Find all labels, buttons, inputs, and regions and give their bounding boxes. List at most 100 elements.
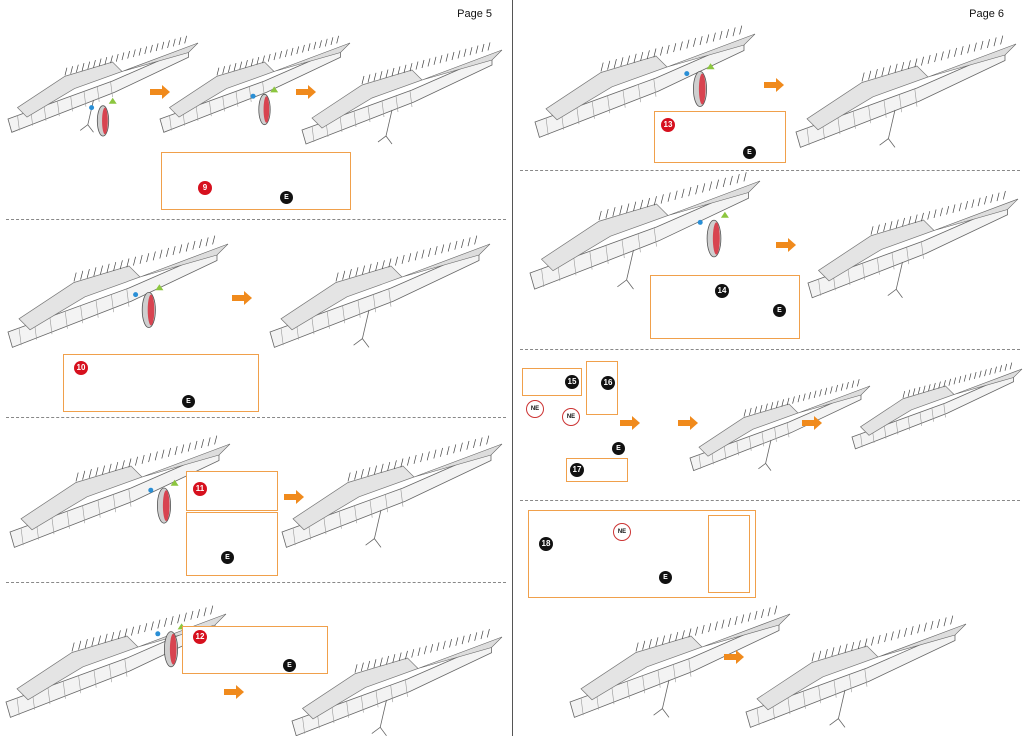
dorsal-spike — [946, 206, 950, 215]
dorsal-spike — [729, 175, 733, 186]
body-segment-line — [64, 311, 68, 329]
dorsal-spike — [430, 644, 434, 653]
page-number: Page 5 — [457, 8, 492, 20]
pin-marker — [89, 105, 95, 111]
dorsal-spike — [174, 446, 178, 456]
dragon-leg — [887, 261, 903, 298]
dorsal-spike — [890, 631, 894, 641]
body-segment-line — [621, 239, 625, 259]
dorsal-spike — [1004, 363, 1008, 371]
body-segment-line — [323, 516, 327, 535]
dorsal-spike — [681, 630, 685, 640]
dorsal-spike — [104, 633, 108, 643]
body-segment-line — [409, 90, 413, 108]
dorsal-spike — [113, 261, 117, 271]
dorsal-spike — [461, 239, 464, 249]
dorsal-spike — [313, 41, 317, 50]
dragon-body — [7, 248, 218, 348]
body-segment-line — [626, 681, 630, 699]
ring-part-red-side — [162, 490, 170, 521]
step-16-callout: 16 — [586, 361, 618, 415]
dorsal-spike — [183, 612, 187, 622]
dorsal-spike — [436, 642, 440, 651]
dorsal-spike — [914, 58, 918, 68]
dragon-body — [851, 372, 1014, 450]
dorsal-spike — [102, 465, 105, 475]
dorsal-spike — [152, 251, 156, 261]
step-10-badge: 10 — [74, 361, 88, 375]
dorsal-spike — [479, 437, 483, 447]
dorsal-spike — [420, 453, 424, 463]
dorsal-spike — [121, 460, 125, 470]
body-segment-line — [673, 664, 676, 683]
dorsal-spike — [64, 67, 68, 76]
dorsal-spike — [379, 657, 383, 667]
dorsal-spike — [342, 270, 346, 280]
body-segment-line — [18, 327, 22, 346]
step-13-callout: 13 E — [654, 111, 786, 163]
dorsal-spike — [360, 468, 364, 478]
dorsal-spike — [708, 623, 712, 633]
dorsal-spike — [398, 652, 402, 662]
dorsal-spike — [830, 386, 833, 394]
body-segment-line — [78, 675, 82, 694]
body-segment-line — [891, 252, 895, 270]
dorsal-spike — [421, 59, 425, 69]
dorsal-spike — [1009, 362, 1013, 370]
dorsal-spike — [76, 64, 79, 73]
body-segment-line — [390, 685, 394, 703]
body-segment-line — [395, 95, 399, 113]
dorsal-spike — [938, 381, 941, 389]
dorsal-spike — [141, 454, 145, 464]
step-9-badge: 9 — [198, 181, 212, 195]
body-segment-line — [353, 110, 357, 128]
dorsal-spike — [170, 616, 174, 626]
dorsal-spike — [93, 60, 96, 68]
body-segment-line — [884, 425, 887, 439]
dorsal-spike — [714, 621, 718, 631]
dorsal-spike — [104, 56, 108, 65]
tail-tip — [417, 636, 503, 669]
dorsal-spike — [987, 39, 990, 49]
dorsal-spike — [119, 260, 123, 270]
body-segment-line — [761, 431, 765, 447]
body-segment-line — [860, 433, 863, 448]
tail-tip — [141, 443, 231, 478]
dorsal-spike — [907, 389, 911, 397]
body-segment-line — [862, 263, 865, 280]
body-segment-line — [373, 294, 376, 313]
dorsal-spike — [93, 267, 97, 277]
ne-marker: NE — [562, 408, 580, 426]
dorsal-spike — [487, 42, 491, 51]
dorsal-spike — [459, 442, 463, 452]
dorsal-spike — [391, 67, 395, 77]
dorsal-spike — [84, 638, 88, 648]
dorsal-spike — [161, 449, 165, 459]
dorsal-spike — [838, 645, 841, 655]
dorsal-spike — [441, 244, 445, 254]
dorsal-spike — [963, 374, 967, 382]
ne-marker: NE — [613, 523, 631, 541]
body-segment-line — [736, 440, 739, 456]
dorsal-spike — [980, 40, 984, 50]
dorsal-spike — [417, 647, 421, 656]
dorsal-spike — [233, 63, 237, 71]
dorsal-spike — [440, 447, 443, 457]
body-segment-line — [545, 117, 549, 136]
page-number: Page 6 — [969, 8, 1004, 20]
body-segment-line — [110, 81, 113, 98]
dorsal-spike — [706, 34, 710, 44]
body-segment-line — [339, 115, 343, 133]
dorsal-spike — [408, 253, 412, 263]
dorsal-spike — [851, 641, 855, 651]
dragon-body — [281, 448, 492, 548]
dorsal-spike — [953, 377, 957, 385]
dorsal-spike — [851, 380, 855, 388]
dorsal-spike — [157, 619, 161, 629]
dorsal-spike — [100, 265, 103, 275]
ne-marker: NE — [526, 400, 544, 418]
body-segment-line — [541, 268, 545, 287]
body-segment-line — [47, 686, 51, 705]
tail-tip — [139, 243, 229, 278]
